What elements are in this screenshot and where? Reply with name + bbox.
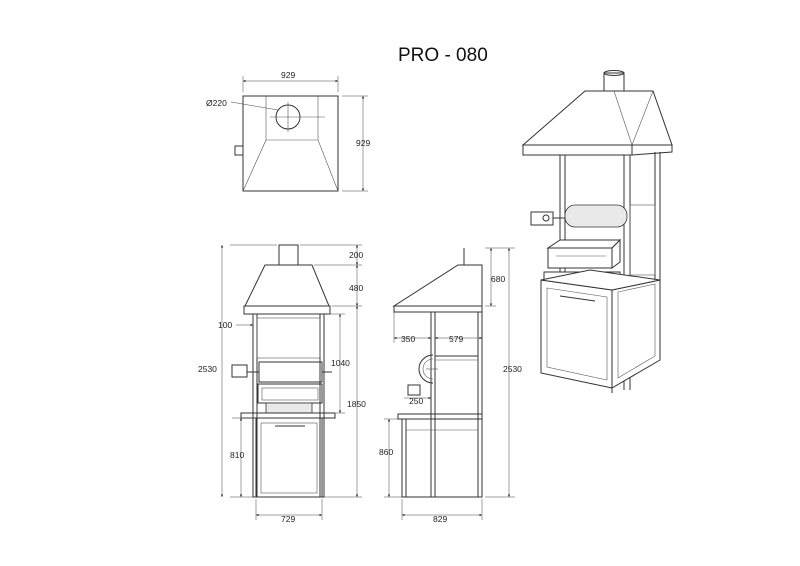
- dim-total-height-side: 2530: [503, 364, 522, 374]
- dim-hood-height: 480: [349, 283, 363, 293]
- dim-top-depth: 929: [356, 138, 370, 148]
- top-view: 929 929 Ø220: [206, 70, 370, 192]
- side-worktop: [397, 413, 483, 420]
- dim-rotisserie-offset: 250: [409, 396, 423, 406]
- side-rotisserie: [418, 354, 434, 384]
- dim-base-height-side: 860: [379, 447, 393, 457]
- side-grill-box: [434, 355, 479, 415]
- persp-rotisserie: [564, 204, 628, 228]
- dim-side-depth: 829: [433, 514, 447, 524]
- top-view-outline: [242, 95, 339, 192]
- front-motor-box: [231, 364, 248, 378]
- dim-chimney-height: 200: [349, 250, 363, 260]
- dim-base-height-front: 810: [230, 450, 244, 460]
- dim-flue-diameter: Ø220: [206, 98, 227, 108]
- dim-top-width: 929: [281, 70, 295, 80]
- dim-total-height-front: 2530: [198, 364, 217, 374]
- dim-side-rear-depth: 579: [449, 334, 463, 344]
- dim-side-upper-height: 680: [491, 274, 505, 284]
- dim-front-width: 729: [281, 514, 295, 524]
- front-hood: [244, 264, 330, 307]
- front-worktop: [240, 412, 336, 419]
- front-view: 2530 810 100 200 480 1040 1850 729: [198, 244, 366, 524]
- motor-box-top: [234, 145, 244, 156]
- dim-side-front-depth: 350: [401, 334, 415, 344]
- front-rotisserie: [258, 361, 323, 383]
- side-motor-box: [407, 384, 421, 396]
- dim-hood-offset: 100: [218, 320, 232, 330]
- side-hood: [392, 264, 483, 307]
- front-chimney: [278, 244, 299, 266]
- perspective-view: [521, 70, 673, 393]
- persp-motor-box: [530, 211, 554, 226]
- persp-grill-box: [547, 247, 613, 269]
- side-view: 680 2530 350 579 250 860 829: [379, 247, 522, 524]
- dim-grill-height: 1850: [347, 399, 366, 409]
- drawing-title: PRO - 080: [398, 45, 488, 66]
- dim-grill-zone-height: 1040: [331, 358, 350, 368]
- front-base-cabinet: [255, 417, 323, 498]
